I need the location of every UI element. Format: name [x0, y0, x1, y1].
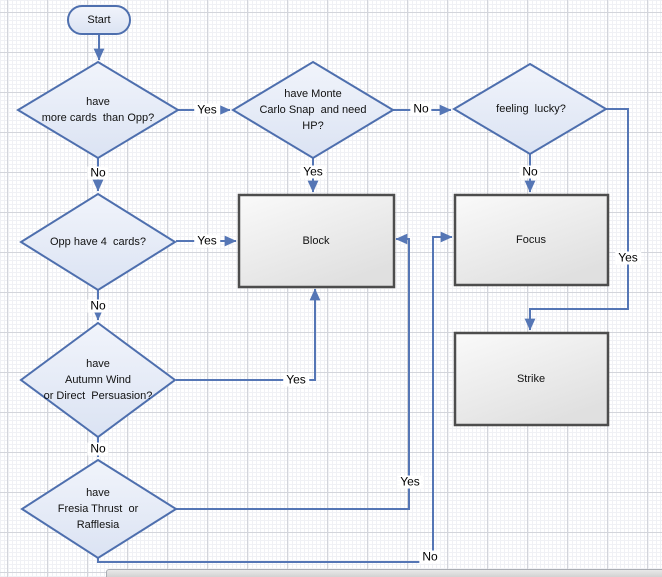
node-opp-four[interactable]: [19, 192, 177, 292]
node-autumn-wind[interactable]: [19, 321, 177, 439]
node-strike[interactable]: [453, 331, 610, 427]
horizontal-scrollbar[interactable]: [106, 569, 662, 577]
node-fresia-thrust[interactable]: [20, 458, 178, 560]
node-block[interactable]: [237, 193, 396, 289]
connector-autumn-yes[interactable]: [176, 288, 321, 381]
connector-fresia-yes[interactable]: [176, 233, 410, 510]
node-more-cards[interactable]: [16, 60, 180, 160]
node-feeling-lucky[interactable]: [452, 62, 608, 156]
node-start[interactable]: [67, 5, 131, 35]
node-monte-carlo[interactable]: [231, 60, 395, 160]
node-focus[interactable]: [453, 193, 610, 287]
connector-feeling-lucky-yes[interactable]: [524, 108, 629, 331]
